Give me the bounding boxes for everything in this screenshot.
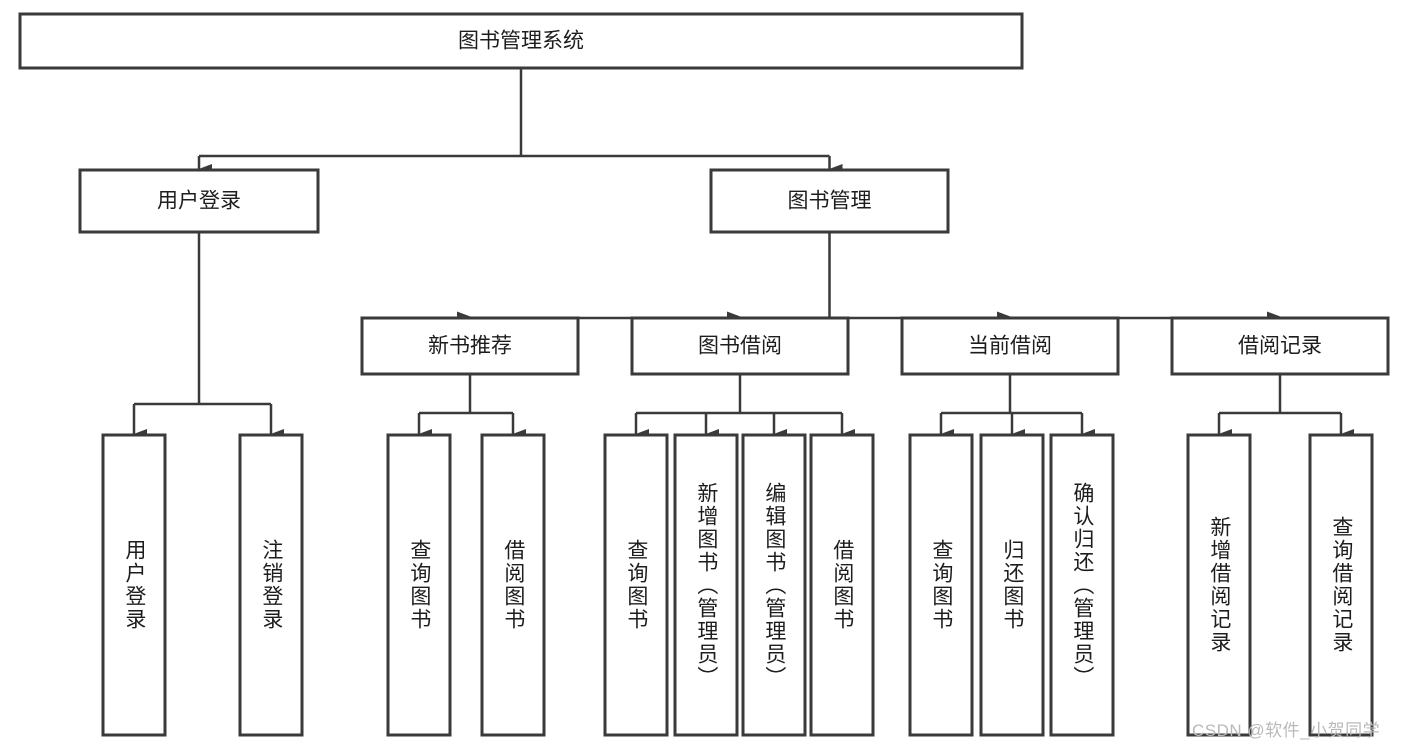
node-box-leaf-borrow-book-rec [480,433,546,737]
node-box-current-borrow [900,316,1120,376]
node-box-borrow-record [1170,316,1390,376]
node-box-root [18,12,1024,70]
node-box-book-borrow [630,316,850,376]
node-box-user-login [78,168,320,234]
node-box-leaf-query-book-rec [386,433,452,737]
node-box-book-manage [709,168,950,234]
node-box-leaf-return-book [979,433,1045,737]
node-label-book-borrow: 图书借阅 [698,335,782,358]
node-box-new-book-recommend [360,316,580,376]
node-label-borrow-record: 借阅记录 [1238,335,1322,358]
node-box-leaf-edit-book-admin [741,433,807,737]
node-box-leaf-borrow-book [809,433,875,737]
node-box-leaf-query-book-current [908,433,974,737]
node-box-leaf-query-book-borrow [603,433,669,737]
box-layer [18,12,1390,737]
node-box-leaf-query-borrow-record [1308,433,1374,737]
node-box-leaf-confirm-return-admin [1049,433,1115,737]
node-box-leaf-add-book-admin [673,433,739,737]
connector-layer [132,68,1354,440]
node-label-current-borrow: 当前借阅 [968,335,1052,358]
node-box-leaf-user-login [101,433,167,737]
csdn-watermark: CSDN @软件_小贺同学 [1192,721,1381,740]
node-box-leaf-user-logout [238,433,304,737]
node-label-book-manage: 图书管理 [788,190,872,213]
node-label-root: 图书管理系统 [458,30,584,53]
node-label-new-book-recommend: 新书推荐 [428,335,512,358]
node-box-leaf-add-borrow-record [1186,433,1252,737]
node-label-user-login: 用户登录 [157,190,241,213]
